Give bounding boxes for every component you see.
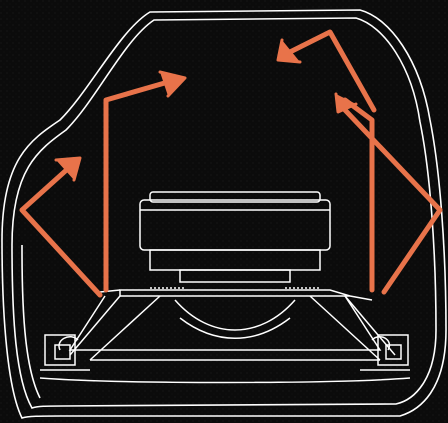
speaker-enclosure-diagram bbox=[0, 0, 448, 423]
